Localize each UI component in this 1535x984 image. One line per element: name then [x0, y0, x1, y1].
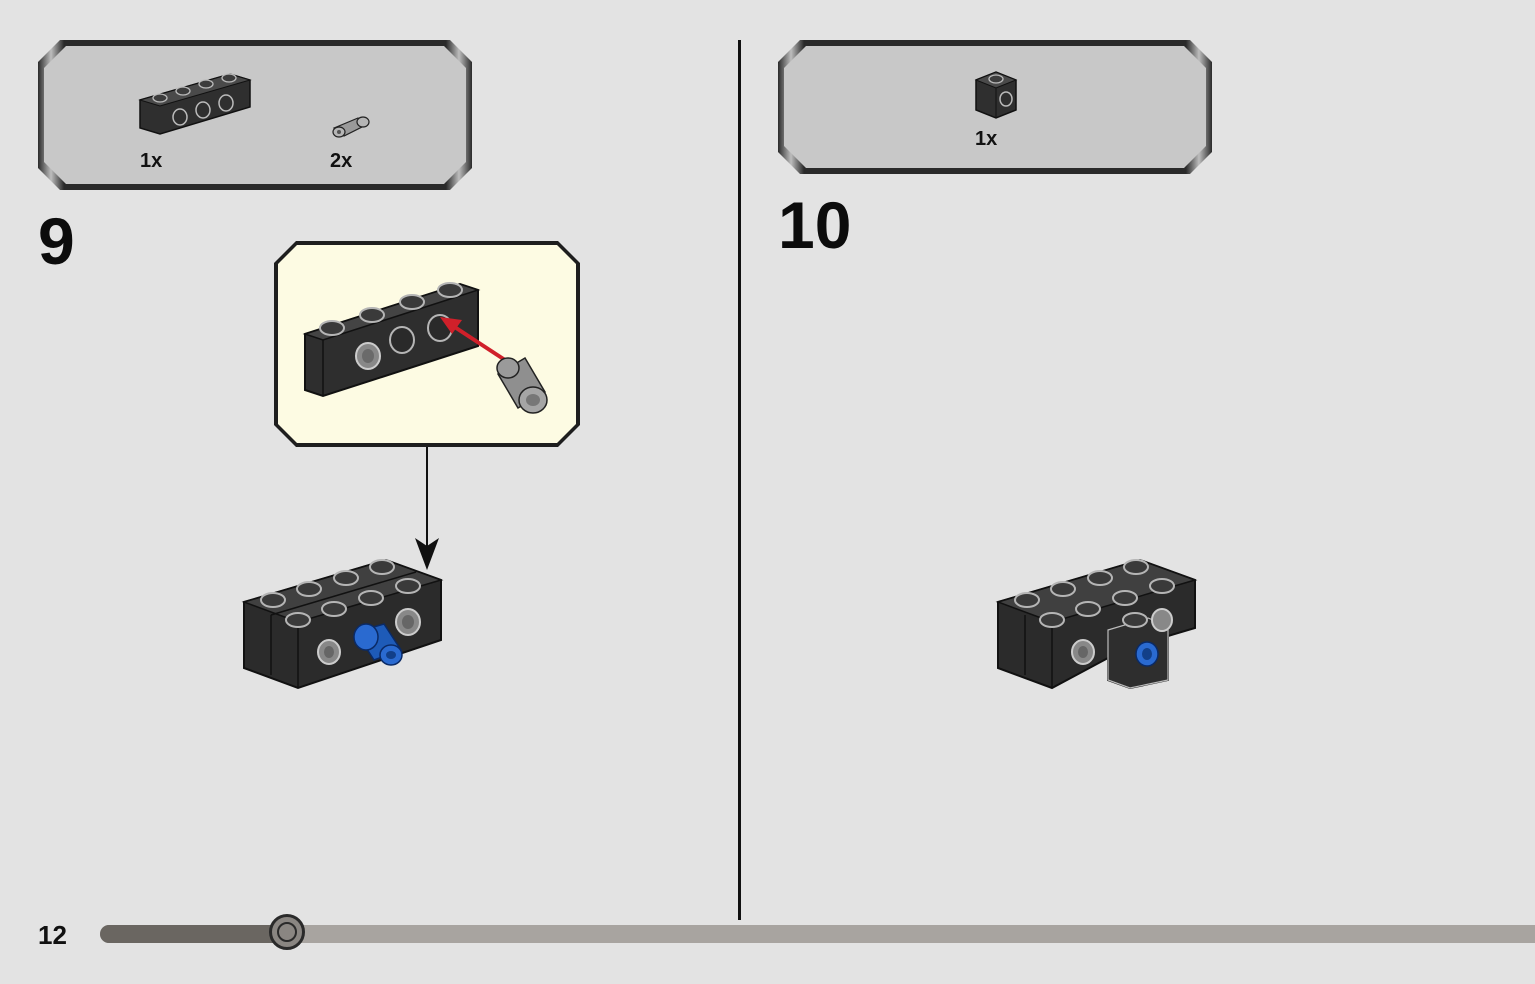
technic-pin-icon	[332, 116, 370, 138]
step10-assembly-illustration	[995, 558, 1198, 690]
step9-part2-quantity: 2x	[330, 150, 353, 172]
step9-number: 9	[38, 204, 75, 278]
progress-track	[100, 925, 1535, 943]
step10-part1-quantity: 1x	[975, 128, 998, 150]
step9-assembly-illustration	[241, 558, 444, 690]
callout-connector-arrowhead	[415, 538, 439, 570]
callout-assembly-illustration	[302, 282, 548, 414]
technic-brick-1x1-icon	[974, 71, 1018, 119]
progress-knob[interactable]	[268, 914, 305, 950]
callout-connector-line	[426, 447, 428, 552]
step-divider	[738, 40, 741, 920]
technic-brick-1x4-icon	[138, 73, 252, 135]
step10-number: 10	[778, 188, 852, 262]
step9-parts-box-fill	[44, 46, 466, 184]
step9-part1-quantity: 1x	[140, 150, 163, 172]
page-number: 12	[38, 920, 67, 950]
progress-fill	[100, 925, 287, 943]
